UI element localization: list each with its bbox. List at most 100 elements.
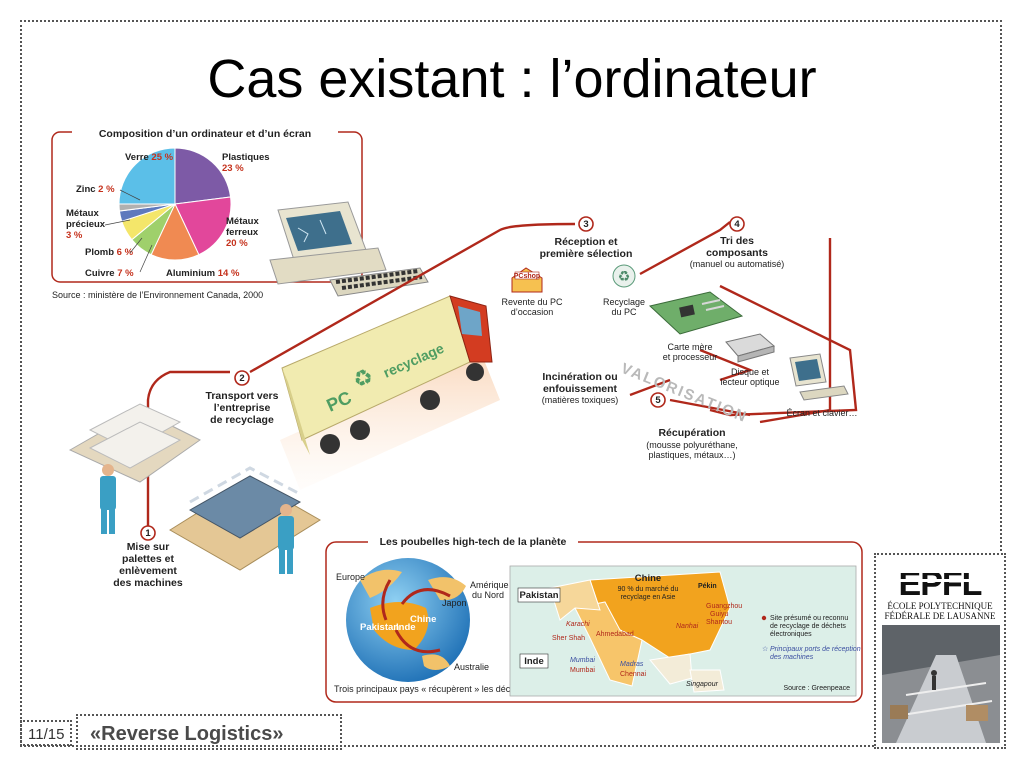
composition-title: Composition d’un ordinateur et d’un écra… <box>99 128 311 140</box>
svg-text:du Nord: du Nord <box>472 590 504 600</box>
svg-text:l’entreprise: l’entreprise <box>214 402 271 414</box>
svg-text:Europe: Europe <box>336 572 365 582</box>
svg-text:Mumbai: Mumbai <box>570 657 595 664</box>
recuperation-sub-2: plastiques, métaux…) <box>648 450 735 460</box>
pie-slice-1 <box>174 147 232 205</box>
label-metaux-ferreux-1: Métaux <box>226 216 259 227</box>
svg-text:Chine: Chine <box>635 573 661 584</box>
label-aluminium: Aluminium 14 % <box>166 268 240 279</box>
svg-text:Inde: Inde <box>524 656 544 667</box>
globe: Europe Amérique du Nord Japon Chine Paki… <box>336 558 509 682</box>
svg-text:Source : Greenpeace: Source : Greenpeace <box>783 685 850 692</box>
recycling-infographic: Composition d’un ordinateur et d’un écra… <box>51 126 863 703</box>
label-metaux-precieux-2: précieux <box>66 219 106 230</box>
svg-text:4: 4 <box>734 219 740 230</box>
monitor-keyboard-icon <box>789 353 849 401</box>
svg-text:Principaux ports de réception: Principaux ports de réception <box>770 646 861 653</box>
recuperation-label: Récupération <box>658 427 725 439</box>
pie-slice-2 <box>174 196 232 256</box>
step-5-marker: 5 <box>650 392 666 408</box>
composition-source: Source : ministère de l’Environnement Ca… <box>52 290 263 300</box>
revente-label-1: Revente du PC <box>501 297 563 307</box>
svg-text:composants: composants <box>706 247 768 259</box>
svg-text:90 % du marché du: 90 % du marché du <box>618 586 679 593</box>
campus-photo <box>882 625 1000 743</box>
svg-text:Site présumé ou reconnu: Site présumé ou reconnu <box>770 615 848 622</box>
svg-text:Chennai: Chennai <box>620 671 647 678</box>
svg-text:Inde: Inde <box>396 622 416 633</box>
flow-arrows <box>146 221 858 530</box>
desktop-computer-icon <box>269 201 429 297</box>
pct-metaux-ferreux: 20 % <box>226 238 248 249</box>
svg-text:Pékin: Pékin <box>698 583 717 590</box>
svg-text:Karachi: Karachi <box>566 621 590 628</box>
svg-text:Mumbai: Mumbai <box>570 667 595 674</box>
svg-text:Japon: Japon <box>442 598 467 608</box>
svg-text:des machines: des machines <box>770 654 814 661</box>
disk-drive-icon <box>725 333 776 363</box>
svg-text:Pakistan: Pakistan <box>519 590 558 601</box>
step-3-text: Réception et première sélection <box>540 236 633 260</box>
incineration-sub: (matières toxiques) <box>542 395 619 405</box>
pie-slice-0 <box>118 147 176 205</box>
worker-left-icon <box>100 464 116 534</box>
svg-text:Singapour: Singapour <box>686 681 719 688</box>
svg-text:PCshop: PCshop <box>514 273 540 280</box>
svg-text:de recyclage de déchets: de recyclage de déchets <box>770 623 846 630</box>
step-4-text: Tri des composants (manuel ou automatisé… <box>690 235 785 269</box>
pct-plastiques: 23 % <box>222 163 244 174</box>
page-number: 11/15 <box>20 720 72 746</box>
epfl-logo: EPFL ÉCOLE POLYTECHNIQUE FÉDÉRALE DE LAU… <box>882 565 1000 743</box>
svg-text:5: 5 <box>655 395 661 406</box>
step-1-marker: 1 <box>140 525 156 541</box>
step-3-marker: 3 <box>578 216 594 232</box>
step-2-text: Transport vers l’entreprise de recyclage <box>206 390 279 426</box>
footer-divider <box>344 745 874 747</box>
composition-panel: Composition d’un ordinateur et d’un écra… <box>51 126 363 300</box>
composition-pie <box>118 147 232 261</box>
footer-label: «Reverse Logistics» <box>76 714 342 750</box>
epfl-logo-box: EPFL ÉCOLE POLYTECHNIQUE FÉDÉRALE DE LAU… <box>874 553 1006 749</box>
pallets-illustration <box>68 403 321 571</box>
svg-text:palettes et: palettes et <box>122 553 174 565</box>
ecran-label: Écran et clavier… <box>786 408 857 418</box>
pcshop-icon: PCshop <box>511 267 543 293</box>
recyclage-pc-label-2: du PC <box>611 307 637 317</box>
epfl-line1: ÉCOLE POLYTECHNIQUE <box>887 601 993 611</box>
recyclage-pc-label-1: Recyclage <box>603 297 645 307</box>
pie-slice-7 <box>118 203 176 212</box>
svg-text:des machines: des machines <box>113 577 183 589</box>
svg-text:Réception et: Réception et <box>554 236 618 248</box>
globe-caption: Trois principaux pays « récupèrent » les… <box>334 684 528 694</box>
svg-text:Sher Shah: Sher Shah <box>552 635 585 642</box>
label-cuivre: Cuivre 7 % <box>85 268 134 279</box>
carte-mere-label-1: Carte mère <box>667 342 712 352</box>
svg-text:Ahmedabad: Ahmedabad <box>596 631 634 638</box>
svg-text:enlèvement: enlèvement <box>119 565 177 577</box>
svg-text:☆: ☆ <box>762 645 768 653</box>
poubelles-title: Les poubelles high-tech de la planète <box>380 536 567 548</box>
motherboard-icon <box>648 291 744 335</box>
svg-text:première sélection: première sélection <box>540 248 633 260</box>
asia-map: Chine 90 % du marché du recyclage en Asi… <box>509 565 861 697</box>
disque-label-2: lecteur optique <box>720 377 779 387</box>
pct-metaux-precieux: 3 % <box>66 230 83 241</box>
incineration-label-2: enfouissement <box>543 383 618 395</box>
svg-text:Shantou: Shantou <box>706 619 732 626</box>
step-4-marker: 4 <box>729 216 745 232</box>
svg-text:(manuel ou automatisé): (manuel ou automatisé) <box>690 259 785 269</box>
recycle-icon: ♻ <box>612 264 636 288</box>
svg-text:recyclage en Asie: recyclage en Asie <box>621 594 676 601</box>
label-metaux-precieux-1: Métaux <box>66 208 99 219</box>
label-zinc: Zinc 2 % <box>76 184 115 195</box>
svg-text:Amérique: Amérique <box>470 580 509 590</box>
label-plomb: Plomb 6 % <box>85 247 134 258</box>
svg-text:Nanhai: Nanhai <box>676 623 699 630</box>
step-1-text: Mise sur palettes et enlèvement des mach… <box>113 541 183 589</box>
worker-right-icon <box>278 504 294 574</box>
revente-label-2: d’occasion <box>511 307 554 317</box>
epfl-line2: FÉDÉRALE DE LAUSANNE <box>885 611 996 621</box>
slide-title: Cas existant : l’ordinateur <box>207 49 817 109</box>
svg-text:1: 1 <box>145 528 151 539</box>
svg-text:de recyclage: de recyclage <box>210 414 274 426</box>
